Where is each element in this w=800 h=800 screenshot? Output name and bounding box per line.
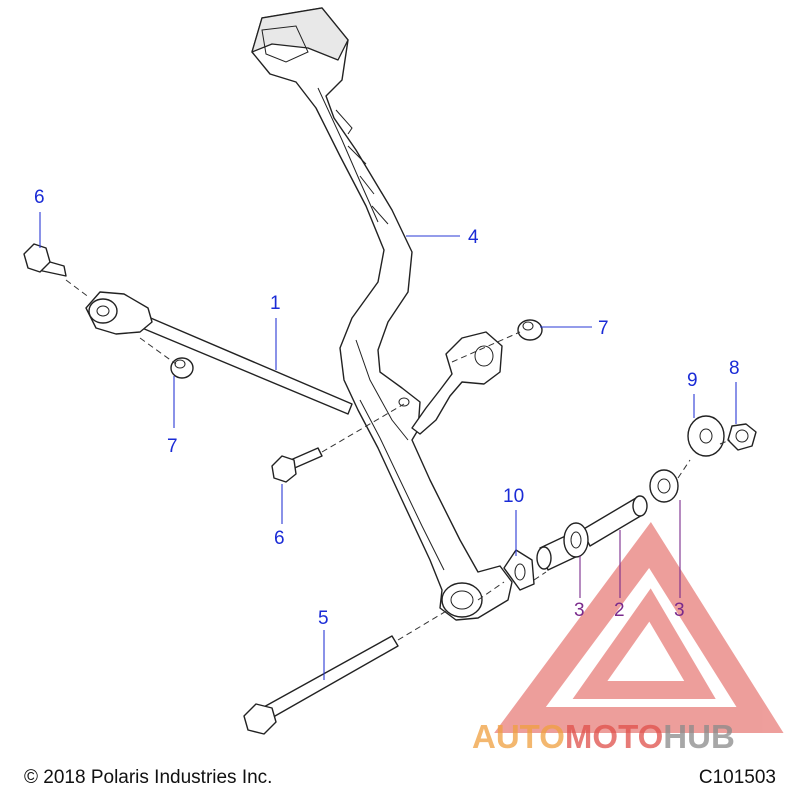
washer-teardrop-part bbox=[503, 549, 535, 591]
bushing-left-part bbox=[563, 522, 589, 558]
callout-7-left: 7 bbox=[167, 436, 178, 457]
leader-lines bbox=[39, 212, 737, 680]
callout-9: 9 bbox=[687, 370, 698, 391]
flat-washer-part bbox=[687, 415, 725, 457]
callout-numbers: 6 1 4 7 7 6 10 9 8 5 3 2 3 bbox=[34, 187, 740, 629]
drawing-number: C101503 bbox=[698, 767, 776, 788]
flange-nut-part bbox=[727, 423, 757, 451]
callout-6-upper: 6 bbox=[34, 187, 45, 208]
watermark-word-hub: HUB bbox=[663, 718, 735, 755]
bushing-right-part bbox=[649, 469, 679, 503]
nut-left-part bbox=[170, 357, 194, 379]
long-bolt-part bbox=[243, 635, 399, 735]
callout-1: 1 bbox=[270, 293, 281, 314]
callout-5: 5 bbox=[318, 608, 329, 629]
lever-bracket bbox=[411, 331, 503, 435]
assembly-lines bbox=[65, 279, 731, 641]
bolt-lower-part bbox=[271, 447, 323, 483]
callout-10: 10 bbox=[503, 486, 524, 507]
callout-6-lower: 6 bbox=[274, 528, 285, 549]
watermark-triangle-outer bbox=[494, 521, 784, 733]
nut-right-part bbox=[517, 319, 543, 341]
callout-8: 8 bbox=[729, 358, 740, 379]
bolt-upper-part bbox=[23, 243, 67, 277]
callout-7-right: 7 bbox=[598, 318, 609, 339]
copyright-notice: © 2018 Polaris Industries Inc. bbox=[24, 767, 273, 788]
watermark-triangle-inner bbox=[572, 588, 716, 699]
callout-3-right: 3 bbox=[674, 600, 685, 621]
svg-text:AUTOMOTOHUB: AUTOMOTOHUB bbox=[472, 718, 735, 755]
watermark-word-moto: MOTO bbox=[565, 718, 663, 755]
watermark-wordmark: AUTOMOTOHUB bbox=[472, 718, 735, 755]
callout-4: 4 bbox=[468, 227, 479, 248]
watermark-logo bbox=[494, 521, 784, 733]
shift-lever-part bbox=[251, 7, 513, 621]
callout-2: 2 bbox=[614, 600, 625, 621]
callout-3-left: 3 bbox=[574, 600, 585, 621]
watermark-word-auto: AUTO bbox=[472, 718, 565, 755]
linkage-rod-part bbox=[85, 291, 353, 415]
